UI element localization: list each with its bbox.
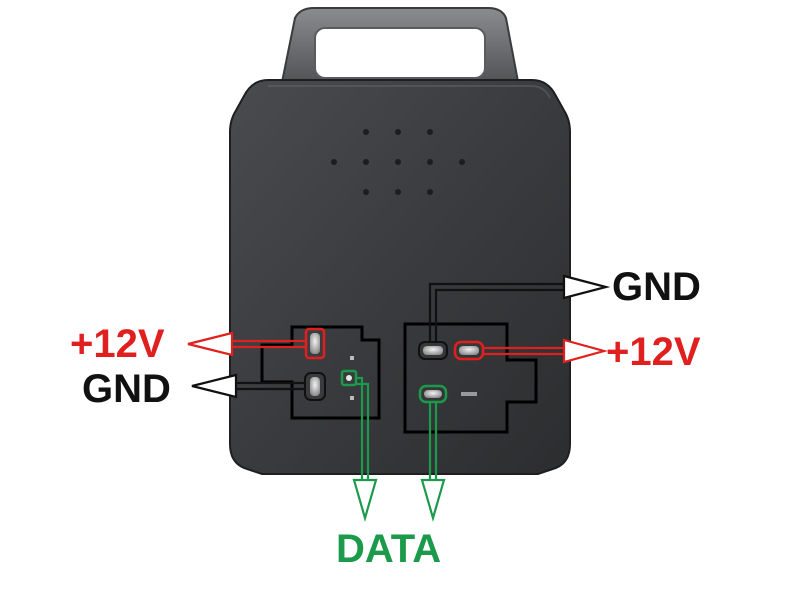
left-power-label: +12V <box>70 322 165 366</box>
data-label: DATA <box>336 527 441 571</box>
device-housing <box>229 79 571 475</box>
left-data-pin <box>346 375 352 381</box>
right-ground-arrow <box>428 274 611 342</box>
tab-hole <box>314 27 486 79</box>
mounting-tab <box>278 7 522 93</box>
right-power-arrow <box>483 338 609 364</box>
right-ground-label: GND <box>612 265 701 309</box>
right-data-pin <box>424 390 442 398</box>
left-connector <box>260 325 381 420</box>
left-ground-arrow <box>191 373 305 399</box>
right-power-label: +12V <box>606 330 701 374</box>
right-power-highlight <box>453 340 485 361</box>
left-ground-pin <box>310 377 320 396</box>
right-data-highlight <box>418 384 448 404</box>
right-connector <box>403 322 538 434</box>
left-power-arrow <box>187 331 306 357</box>
right-ground-highlight <box>418 341 448 360</box>
right-power-pin <box>459 346 479 355</box>
left-ground-label: GND <box>82 367 171 411</box>
vent-holes <box>331 129 465 195</box>
left-power-highlight <box>304 327 326 360</box>
left-power-pin <box>310 333 320 354</box>
left-ground-highlight <box>304 372 326 401</box>
left-data-arrow <box>352 376 378 522</box>
right-data-arrow <box>420 402 446 522</box>
right-ground-pin <box>423 346 443 355</box>
